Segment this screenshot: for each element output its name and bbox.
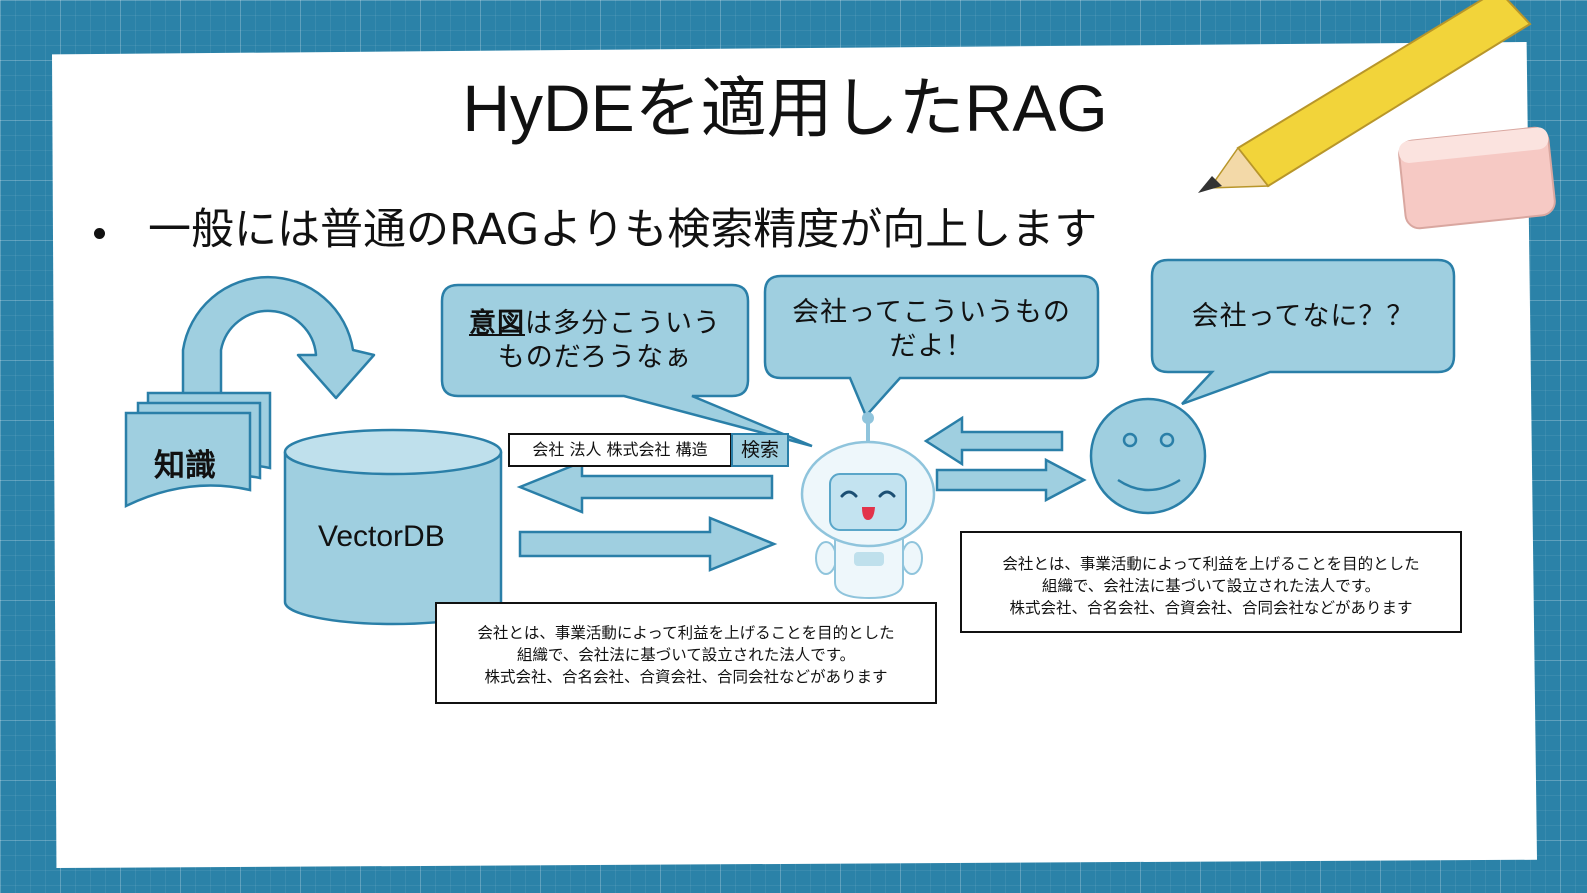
speech-bubble-intent [440,283,813,448]
knowledge-documents-icon [124,391,272,508]
curved-arrow-icon [181,275,376,402]
arrow-right-to-user [935,457,1087,503]
robot-line1: 会社ってこういうもの [792,297,1071,328]
speech-bubble-robot [763,274,1100,419]
user-smiley-icon [1089,397,1207,515]
arrow-right-to-robot [518,516,778,572]
search-label: 検索 [731,433,789,467]
knowledge-label: 知識 [154,448,216,484]
vectordb-label: VectorDB [318,520,445,553]
bullet-dot [94,228,105,239]
query-keywords-box: 会社 法人 株式会社 構造 [508,433,732,467]
pencil-decoration [1198,0,1532,193]
robot-icon [800,412,936,600]
bubble-intent-text: 意図は多分こういう ものだろうなぁ [446,307,744,375]
answer2-line2: 組織で、会社法に基づいて設立された法人です。 [1041,577,1381,595]
bubble-robot-text: 会社ってこういうもの だよ！ [770,296,1093,364]
intent-line2: ものだろうなぁ [497,342,693,373]
answer-box-vectordb: 会社とは、事業活動によって利益を上げることを目的とした 組織で、会社法に基づいて… [435,602,937,704]
arrow-left-to-vectordb [516,460,774,514]
robot-line2: だよ！ [889,331,974,362]
arrow-left-to-robot [923,415,1064,467]
speech-bubble-user [1150,258,1456,406]
answer-box-user: 会社とは、事業活動によって利益を上げることを目的とした 組織で、会社法に基づいて… [960,531,1462,633]
slide-title: HyDEを適用したRAG [462,71,1108,145]
answer1-line2: 組織で、会社法に基づいて設立された法人です。 [516,646,856,664]
answer2-line3: 株式会社、合名会社、合資会社、合同会社などがあります [1009,599,1413,617]
eraser-decoration [1398,126,1556,230]
intent-emphasis: 意図 [469,308,525,339]
answer2-line1: 会社とは、事業活動によって利益を上げることを目的とした [1002,555,1420,573]
answer1-line3: 株式会社、合名会社、合資会社、合同会社などがあります [484,668,888,686]
bubble-user-text: 会社ってなに？？ [1191,301,1415,332]
bullet-text: 一般には普通のRAGよりも検索精度が向上します [148,205,1098,255]
intent-line1-rest: は多分こういう [525,308,721,339]
answer1-line1: 会社とは、事業活動によって利益を上げることを目的とした [477,624,895,642]
